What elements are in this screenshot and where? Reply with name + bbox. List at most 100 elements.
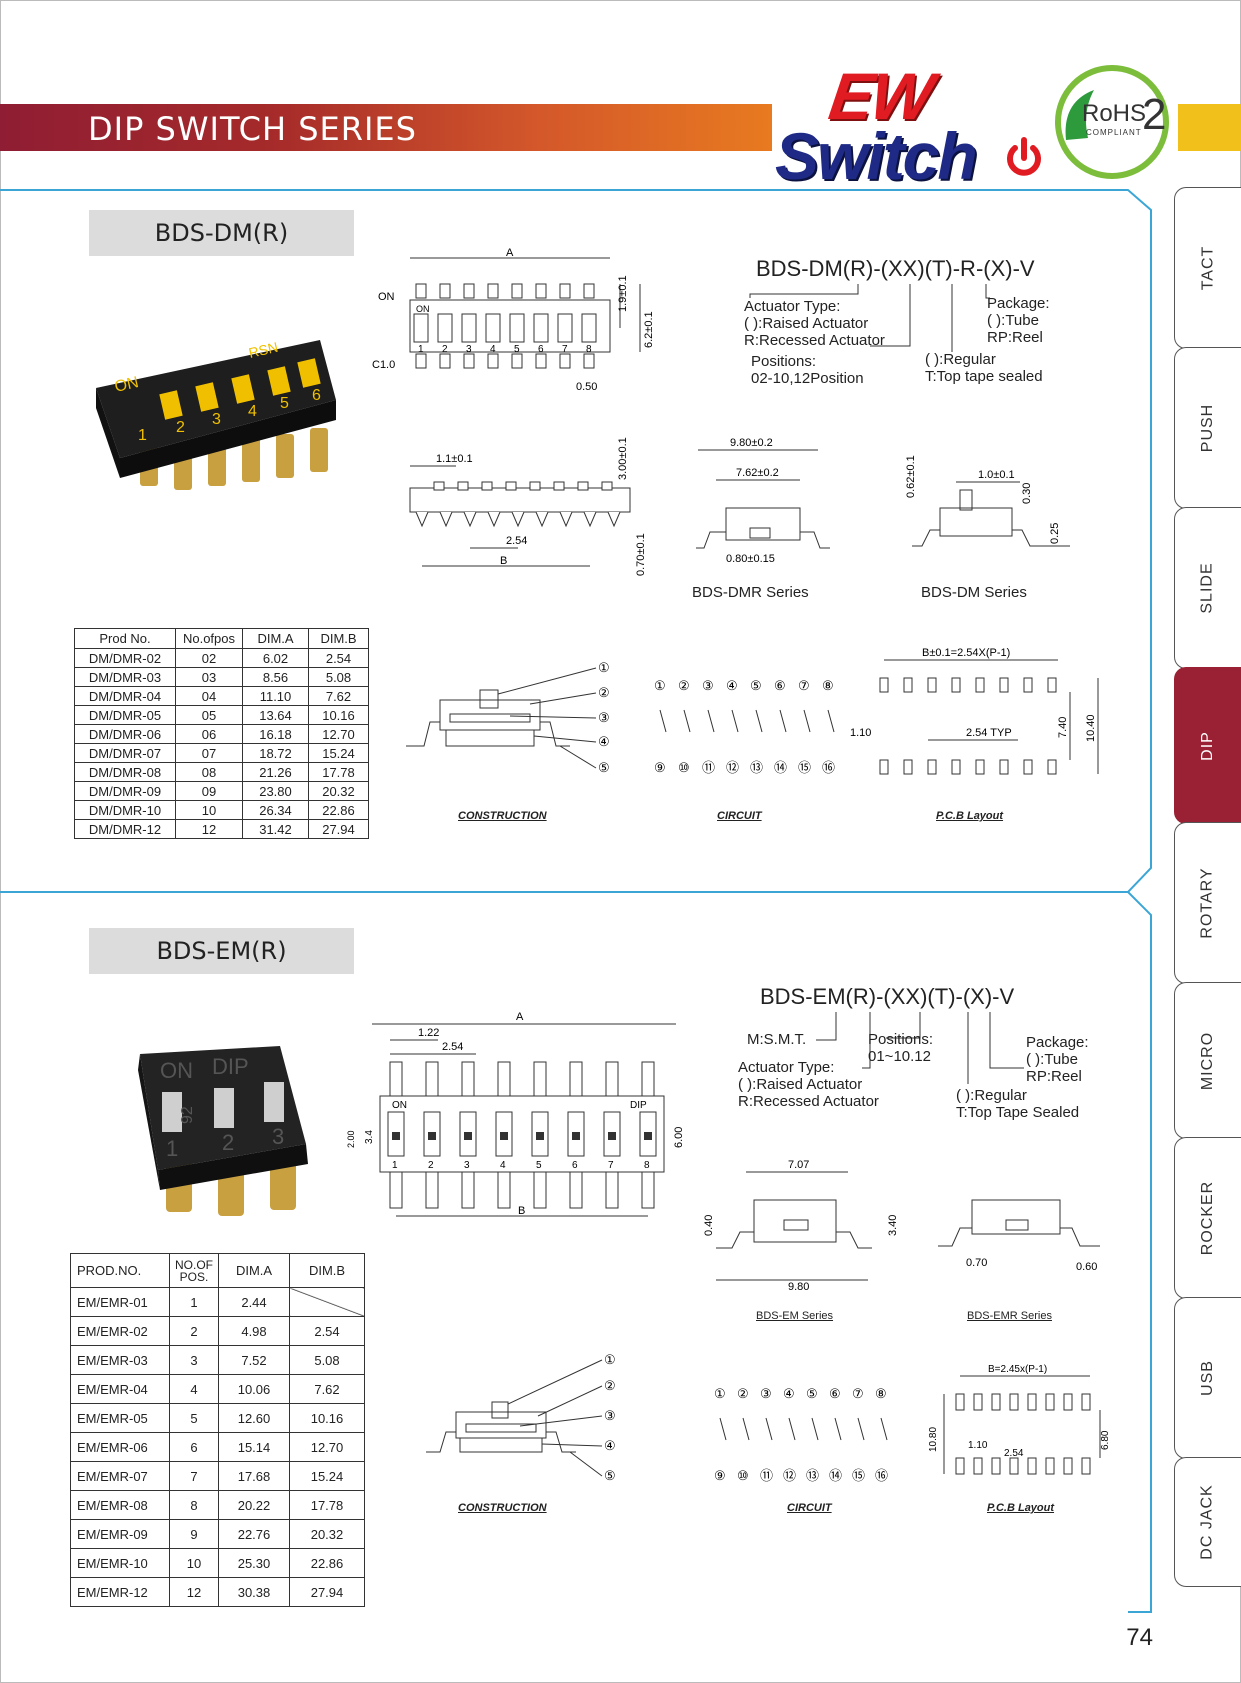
svg-text:6.00: 6.00 — [673, 1127, 685, 1148]
em-construction-caption: CONSTRUCTION — [458, 1502, 547, 1514]
svg-text:6: 6 — [572, 1160, 578, 1171]
svg-text:1.22: 1.22 — [418, 1027, 439, 1039]
tab-dc-jack[interactable]: DC JACK — [1174, 1457, 1241, 1587]
svg-text:④: ④ — [726, 678, 738, 693]
svg-text:4: 4 — [500, 1160, 506, 1171]
svg-text:ON: ON — [392, 1100, 407, 1111]
svg-text:①: ① — [604, 1352, 616, 1367]
svg-text:0.30: 0.30 — [1021, 483, 1033, 504]
svg-text:3: 3 — [464, 1160, 470, 1171]
svg-text:A: A — [516, 1011, 524, 1023]
svg-text:2.54: 2.54 — [1004, 1448, 1024, 1459]
dm-seal-note: ( ):Regular T:Top tape sealed — [925, 351, 1043, 385]
tab-micro[interactable]: MICRO — [1174, 982, 1241, 1139]
em-switch-photo: ON DIP 92 1 2 3 — [138, 1046, 308, 1216]
svg-text:⑬: ⑬ — [750, 760, 763, 775]
svg-text:②: ② — [604, 1378, 616, 1393]
dm-construction-caption: CONSTRUCTION — [458, 810, 547, 822]
svg-text:0.25: 0.25 — [1049, 523, 1061, 544]
svg-text:⑮: ⑮ — [798, 760, 811, 775]
svg-text:⑯: ⑯ — [875, 1468, 888, 1483]
dm-side-view-drawing-2: 0.62±0.1 1.0±0.1 0.30 0.25 — [905, 455, 1070, 547]
em-circuit-caption: CIRCUIT — [787, 1502, 832, 1514]
svg-text:2.54 TYP: 2.54 TYP — [966, 727, 1012, 739]
svg-text:6: 6 — [312, 387, 321, 404]
svg-text:3: 3 — [466, 344, 472, 355]
svg-text:②: ② — [737, 1386, 749, 1401]
svg-text:3.00±0.1: 3.00±0.1 — [617, 437, 629, 480]
tab-rocker[interactable]: ROCKER — [1174, 1137, 1241, 1299]
section-tag-dm: BDS-DM(R) — [89, 210, 354, 256]
svg-text:③: ③ — [604, 1408, 616, 1423]
caption-dm-series: BDS-DM Series — [921, 584, 1027, 601]
em-smt-note: M:S.M.T. — [747, 1031, 807, 1048]
svg-text:9.80: 9.80 — [788, 1281, 809, 1293]
svg-text:1.1±0.1: 1.1±0.1 — [436, 453, 473, 465]
svg-text:2: 2 — [442, 344, 448, 355]
em-package-note: Package: ( ):Tube RP:Reel — [1026, 1034, 1089, 1085]
rohs-label: RoHS — [1082, 100, 1147, 127]
dm-pcb-caption: P.C.B Layout — [936, 810, 1004, 822]
tab-dip[interactable]: DIP — [1174, 667, 1241, 824]
em-pcb-layout-drawing: B=2.45x(P-1) 10.80 1.10 2.54 6.80 — [928, 1364, 1111, 1475]
svg-text:A: A — [506, 248, 514, 259]
tab-rotary[interactable]: ROTARY — [1174, 822, 1241, 984]
em-seal-note: ( ):Regular T:Top Tape Sealed — [956, 1087, 1080, 1121]
svg-text:0.62±0.1: 0.62±0.1 — [905, 455, 917, 498]
rohs-badge: RoHS COMPLIANT 2 — [1052, 62, 1172, 182]
em-photo-on: ON — [160, 1058, 193, 1083]
svg-text:5: 5 — [514, 344, 520, 355]
tab-slide[interactable]: SLIDE — [1174, 507, 1241, 669]
svg-text:B: B — [500, 555, 507, 567]
svg-text:0.60: 0.60 — [1076, 1261, 1097, 1273]
em-pcb-caption: P.C.B Layout — [987, 1502, 1055, 1514]
caption-dmr-series: BDS-DMR Series — [692, 584, 809, 601]
accent-bar — [1178, 104, 1241, 151]
svg-text:⑥: ⑥ — [774, 678, 786, 693]
svg-text:1: 1 — [166, 1136, 178, 1161]
svg-text:7: 7 — [608, 1160, 614, 1171]
svg-text:10.40: 10.40 — [1085, 714, 1097, 742]
dm-photo-rsn: RSN — [247, 339, 279, 361]
svg-text:3.40: 3.40 — [887, 1215, 899, 1236]
svg-text:③: ③ — [598, 710, 610, 725]
svg-text:⑤: ⑤ — [598, 760, 610, 775]
tab-usb[interactable]: USB — [1174, 1297, 1241, 1459]
svg-text:④: ④ — [604, 1438, 616, 1453]
caption-em-series: BDS-EM Series — [756, 1310, 834, 1322]
rohs-ring-icon — [1055, 65, 1169, 179]
svg-text:1.9±0.1: 1.9±0.1 — [617, 275, 629, 312]
svg-text:⑩: ⑩ — [678, 760, 690, 775]
svg-text:DIP: DIP — [630, 1100, 647, 1111]
dmr-side-view-drawing: 9.80±0.2 7.62±0.2 0.80±0.15 — [696, 437, 830, 565]
em-code-leaders — [816, 1012, 1024, 1084]
svg-text:10.80: 10.80 — [928, 1427, 939, 1452]
tab-push[interactable]: PUSH — [1174, 347, 1241, 509]
svg-text:B: B — [518, 1205, 525, 1217]
power-icon — [1007, 137, 1041, 176]
em-positions-note: Positions: 01~10.12 — [868, 1031, 934, 1065]
dm-construction-drawing: ① ② ③ ④ ⑤ — [406, 660, 610, 775]
svg-text:0.80±0.15: 0.80±0.15 — [726, 553, 775, 565]
tab-tact[interactable]: TACT — [1174, 187, 1241, 349]
svg-text:⑯: ⑯ — [822, 760, 835, 775]
svg-text:7.07: 7.07 — [788, 1159, 809, 1171]
svg-text:1.10: 1.10 — [968, 1440, 988, 1451]
